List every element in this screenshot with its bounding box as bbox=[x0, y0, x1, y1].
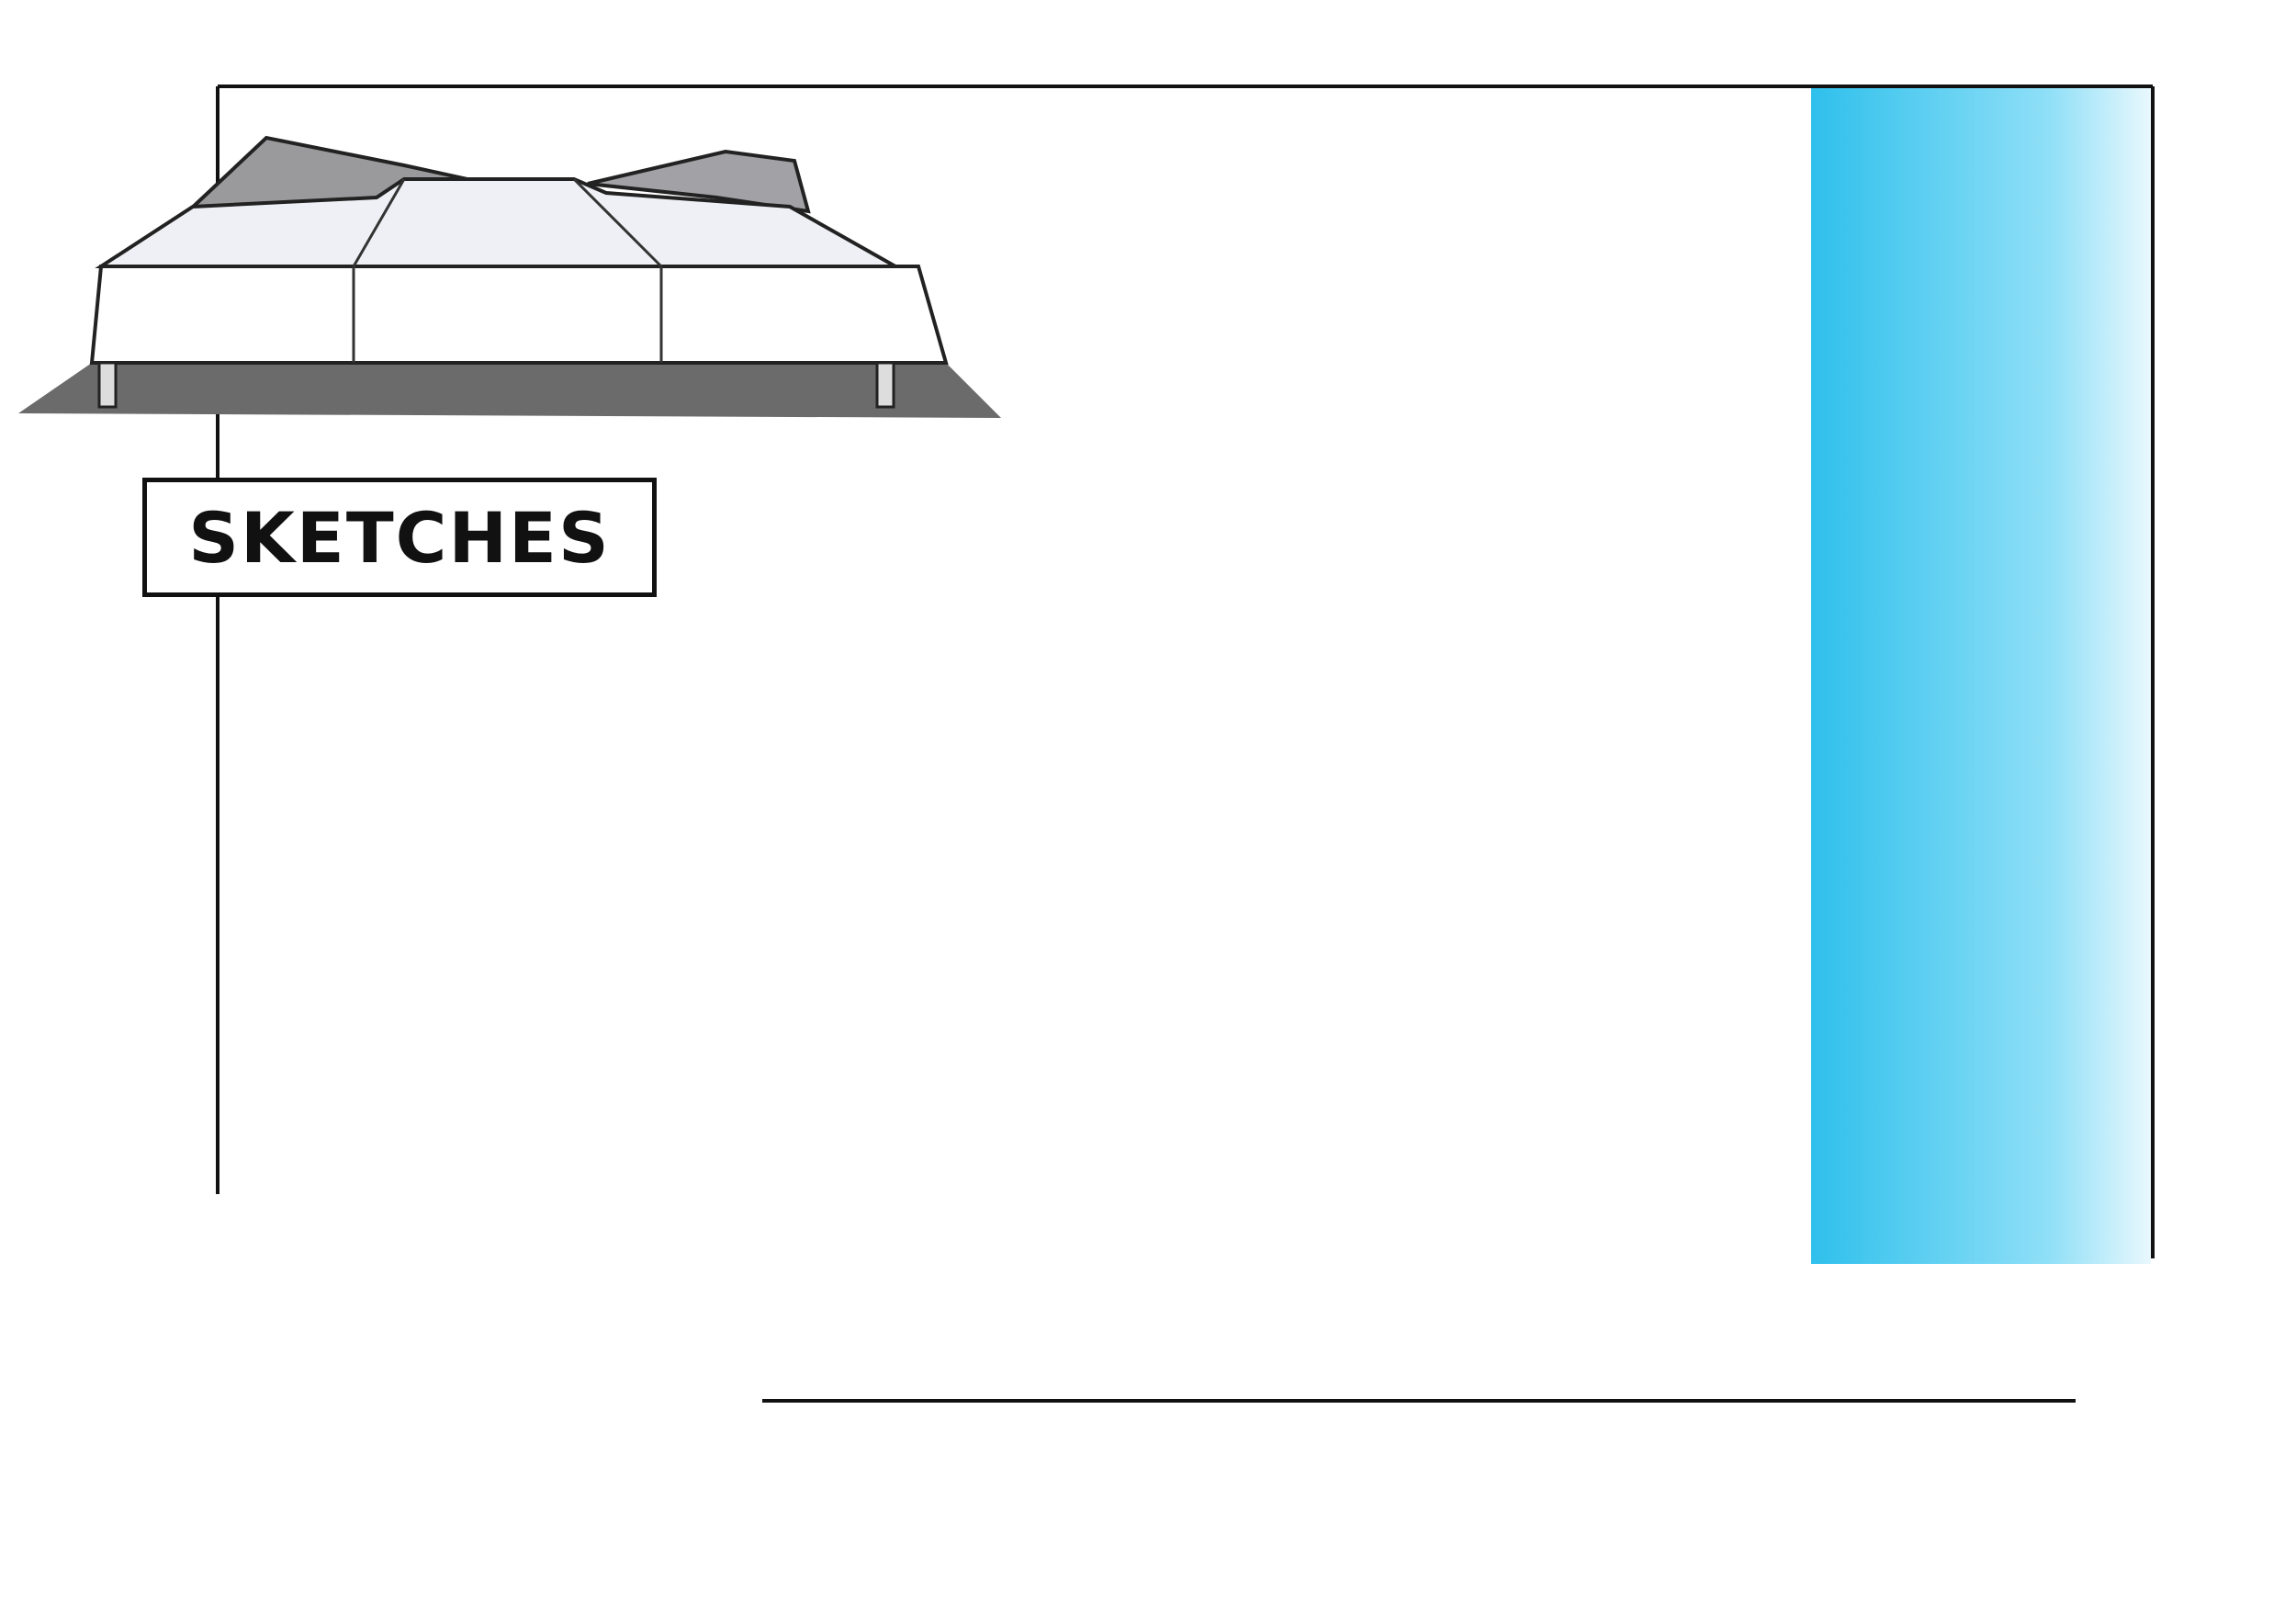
sofa-bed-front-top-left bbox=[18, 135, 1001, 418]
sheet-title: SKETCHES bbox=[188, 496, 611, 579]
sketches-title-box: SKETCHES bbox=[142, 478, 657, 597]
blue-backdrop-band bbox=[1811, 88, 2151, 1264]
sheet-frame bbox=[216, 85, 2155, 1403]
